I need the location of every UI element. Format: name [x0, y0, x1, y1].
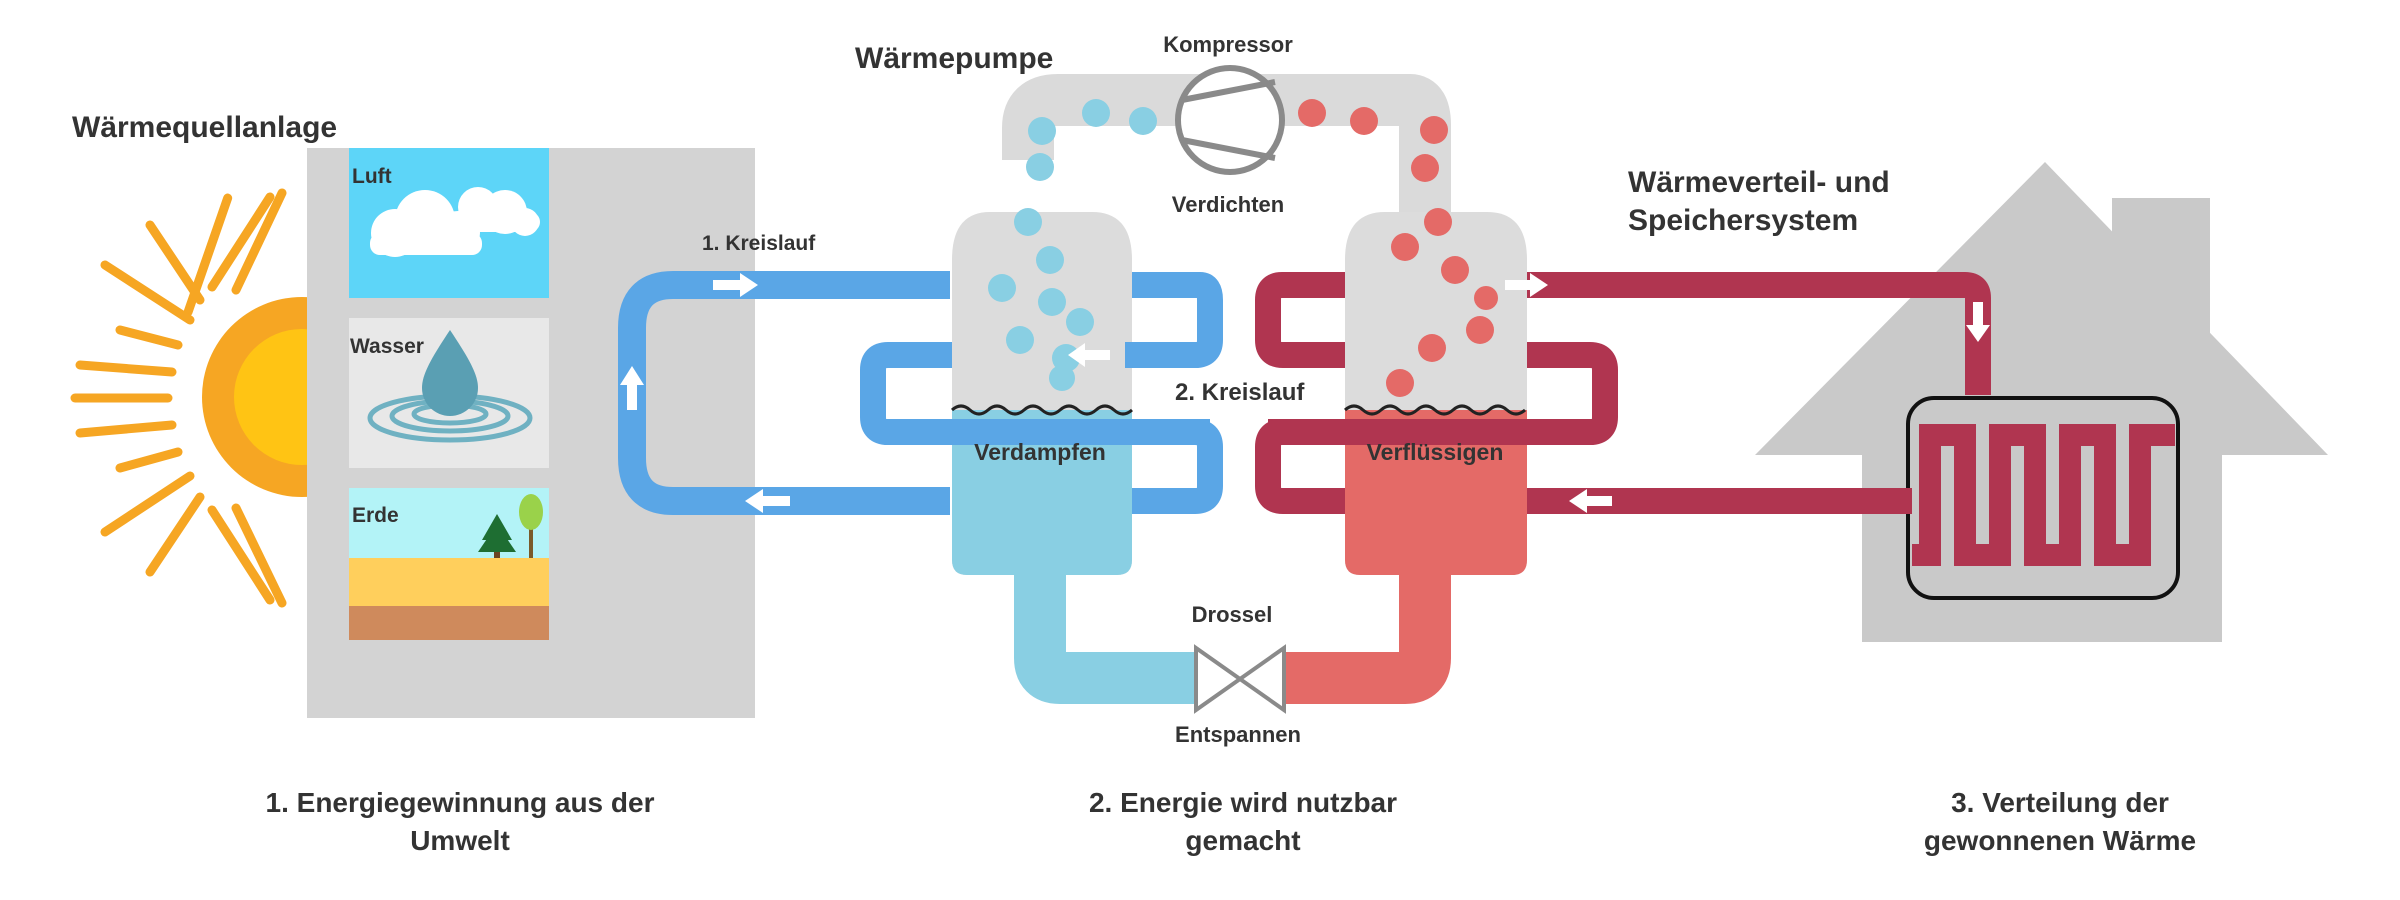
expand-action-label: Entspannen [1175, 722, 1301, 747]
condenser-tank [1344, 212, 1527, 575]
step-3-line2: gewonnenen Wärme [1924, 825, 2196, 856]
second-circuit-label: 2. Kreislauf [1175, 379, 1305, 406]
heat-source-block [307, 148, 755, 718]
air-label: Luft [352, 165, 392, 188]
distribution-label-line1: Wärmeverteil- und [1628, 166, 1890, 199]
throttle-label: Drossel [1192, 602, 1273, 627]
air-panel [349, 148, 549, 298]
source-label: Wärmequellanlage [72, 111, 337, 144]
arrow-icon [620, 273, 1990, 513]
earth-panel [349, 488, 549, 640]
step-1-line1: 1. Energiegewinnung aus der [266, 787, 655, 818]
earth-label: Erde [352, 504, 399, 527]
hot-refrigerant-bubbles [1298, 99, 1498, 397]
evaporator-tank [951, 212, 1133, 575]
valve-icon [1194, 644, 1286, 714]
tree-icon [478, 494, 543, 558]
step-1-line2: Umwelt [410, 825, 510, 856]
condenser-coil [1255, 272, 1618, 514]
evaporator-coil [860, 272, 1223, 514]
cold-refrigerant-bubbles [988, 99, 1157, 391]
diagram-title: Wärmepumpe [855, 42, 1053, 75]
step-2-line2: gemacht [1185, 825, 1300, 856]
first-circuit-label: 1. Kreislauf [702, 232, 816, 255]
water-panel [349, 318, 549, 468]
step-3-line1: 3. Verteilung der [1951, 787, 2169, 818]
cloud-icon [370, 187, 540, 257]
step-2-line1: 2. Energie wird nutzbar [1089, 787, 1397, 818]
water-label: Wasser [350, 335, 424, 358]
compressor-label: Kompressor [1163, 32, 1293, 57]
condenser-label: Verflüssigen [1367, 439, 1504, 465]
distribution-label-line2: Speichersystem [1628, 204, 1858, 237]
evaporator-label: Verdampfen [974, 439, 1106, 465]
compressor-icon [1175, 65, 1285, 175]
water-drop-icon [367, 330, 533, 443]
compress-action-label: Verdichten [1172, 192, 1284, 217]
